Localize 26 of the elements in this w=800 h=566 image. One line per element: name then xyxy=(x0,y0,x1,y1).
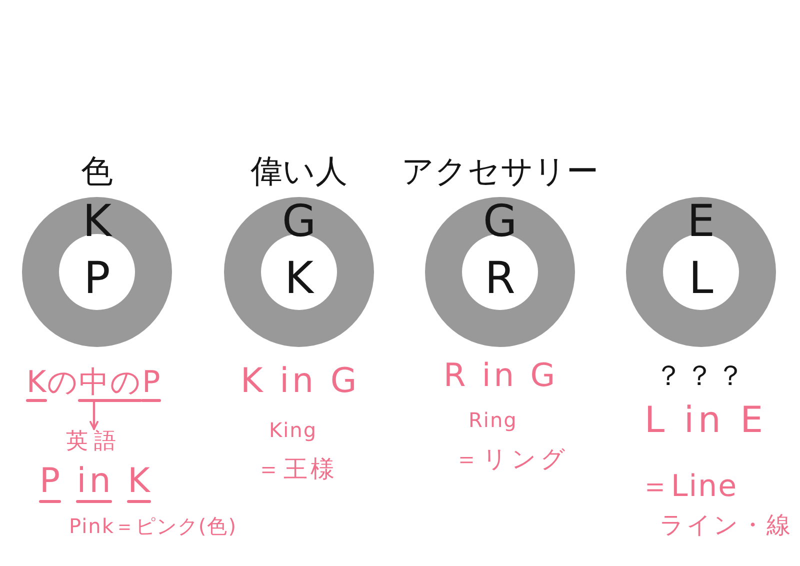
handwritten-note: ＝王様 xyxy=(256,456,338,484)
handwritten-note: Ring xyxy=(468,409,518,432)
center-letter: K xyxy=(284,257,314,301)
handwritten-note: L in E xyxy=(644,400,768,442)
ring-letter: K xyxy=(82,200,112,244)
heading-text: アクセサリー xyxy=(402,153,598,190)
handwritten-note: Pink＝ピンク(色) xyxy=(69,515,238,538)
handwritten-note: P in K xyxy=(40,462,153,502)
handwritten-note: 英語 xyxy=(66,429,122,454)
ring-letter: E xyxy=(687,200,715,244)
handwritten-note: King xyxy=(269,419,318,442)
ring-letter: G xyxy=(482,200,518,244)
handwritten-note: Kの中のP xyxy=(26,366,162,400)
center-letter: P xyxy=(84,257,110,301)
ring-letter: G xyxy=(282,200,316,244)
center-letter: R xyxy=(484,257,516,301)
handwritten-note: ＝Line xyxy=(640,470,738,504)
handwritten-note: ライン・線 xyxy=(660,512,792,540)
handwritten-note: ＝リング xyxy=(454,446,570,474)
heading-text: 色 xyxy=(81,153,113,190)
center-letter: L xyxy=(688,257,714,301)
heading-text: 偉い人 xyxy=(250,153,348,190)
caption-text: ？？？ xyxy=(654,360,748,392)
handwritten-note: K in G xyxy=(240,362,360,402)
arrow xyxy=(90,399,98,430)
handwritten-note: R in G xyxy=(444,357,558,394)
